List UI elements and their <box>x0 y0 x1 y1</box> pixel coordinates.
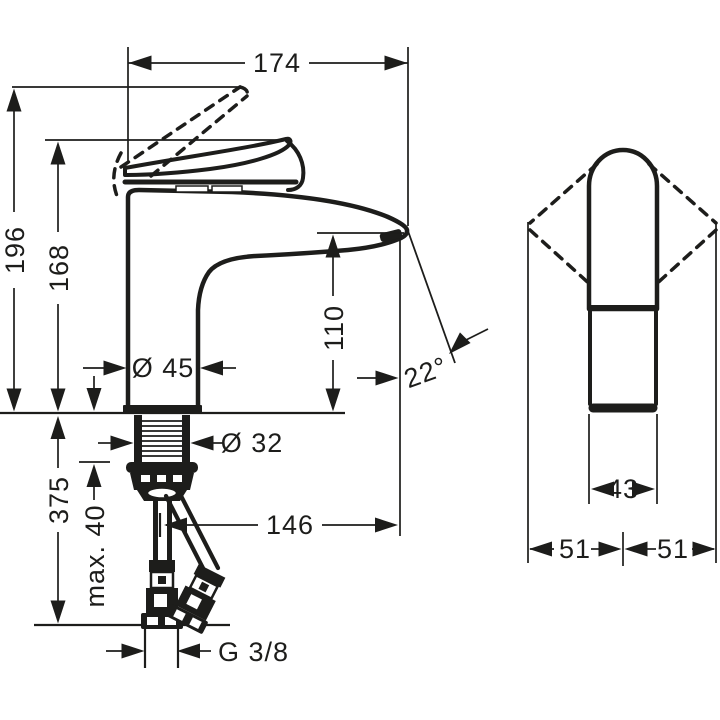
arrowhead <box>86 388 102 411</box>
arrowhead <box>384 55 408 71</box>
dim-label-spout-height: 110 <box>319 305 349 351</box>
front-view: 43 51 51 <box>527 147 718 566</box>
dim-handle-width: 43 <box>588 414 658 504</box>
arrowhead <box>375 370 399 386</box>
dim-body-diameter: Ø 45 <box>83 353 236 383</box>
arrowhead <box>103 360 127 376</box>
dim-label-overall-height: 196 <box>0 226 30 274</box>
faucet-front-outline <box>528 147 718 413</box>
arrowhead <box>200 360 223 376</box>
dim-label-spout-reach: 146 <box>266 510 314 540</box>
faucet-side-outline <box>112 85 410 414</box>
dim-max-mounting-thickness: max. 40 <box>79 376 110 608</box>
dim-handle-height: 168 <box>44 139 280 412</box>
dim-label-below-counter-depth: 375 <box>44 476 74 524</box>
arrowhead <box>375 517 398 533</box>
arrowhead <box>190 435 214 451</box>
arrowhead <box>128 55 152 71</box>
dim-label-max-mounting-thickness: max. 40 <box>80 504 110 607</box>
dim-label-spray-angle: 22° <box>400 351 451 394</box>
dim-label-handle-width: 43 <box>607 474 639 504</box>
arrowhead <box>692 541 716 557</box>
dim-label-shank-diameter: Ø 32 <box>221 428 284 458</box>
mounting-nut <box>130 473 194 501</box>
arrowhead <box>598 541 622 557</box>
dim-label-left-offset: 51 <box>559 534 591 564</box>
handle-lever <box>123 136 293 177</box>
arrowhead <box>86 464 102 487</box>
handle-base-curve <box>285 139 306 192</box>
arrowhead <box>110 435 134 451</box>
handle-swing-dashed <box>528 162 718 289</box>
dim-overall-height: 196 <box>0 86 243 412</box>
dim-spout-height: 110 <box>317 232 404 412</box>
arrowhead <box>50 141 66 165</box>
dim-connection-thread: G 3/8 <box>106 637 289 667</box>
diagonal-hose-fitting <box>167 564 226 634</box>
arrowhead <box>443 332 471 360</box>
threaded-shank <box>134 415 190 462</box>
mounting-hardware <box>126 415 226 668</box>
connection-tube <box>143 629 180 668</box>
arrowhead <box>325 388 341 412</box>
diagonal-hose-edge <box>163 493 209 577</box>
arrowhead <box>50 416 66 439</box>
diagonal-hose-edge <box>175 487 221 571</box>
supply-hoses <box>141 487 226 668</box>
dim-shank-diameter: Ø 32 <box>98 428 284 458</box>
arrowhead <box>6 388 22 412</box>
cartridge-tabs <box>175 185 243 193</box>
washer <box>126 462 198 473</box>
dim-total-projection: 174 <box>127 47 409 226</box>
arrowhead <box>121 643 145 659</box>
side-view: 174 196 168 110 <box>0 47 489 668</box>
body-and-spout <box>125 187 410 414</box>
dim-label-total-projection: 174 <box>253 48 301 78</box>
dim-spray-angle: 22° <box>357 230 489 394</box>
arrowhead <box>529 541 552 557</box>
dim-label-handle-height: 168 <box>44 244 74 292</box>
arrowhead <box>50 600 66 624</box>
dim-below-counter-depth: 375 <box>44 416 74 624</box>
arrowhead <box>6 88 22 112</box>
arrowhead <box>177 643 200 659</box>
dim-center-offsets: 51 51 <box>529 532 716 566</box>
dim-label-connection-thread: G 3/8 <box>218 637 289 667</box>
arrowhead <box>50 388 66 412</box>
arrowhead <box>624 541 648 557</box>
dim-label-body-diameter: Ø 45 <box>132 353 195 383</box>
dim-spout-reach: 146 <box>164 238 401 540</box>
base-flange <box>123 405 202 414</box>
dim-label-right-offset: 51 <box>657 534 689 564</box>
handle-front <box>586 147 660 312</box>
